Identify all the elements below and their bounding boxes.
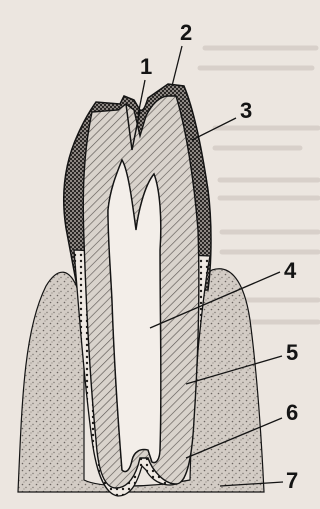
leader-line-2 [172,46,182,86]
label-1: 1 [140,54,152,79]
label-2: 2 [180,20,192,45]
label-3: 3 [240,98,252,123]
label-4: 4 [284,258,297,283]
label-7: 7 [286,468,298,493]
label-6: 6 [286,400,298,425]
label-5: 5 [286,340,298,365]
